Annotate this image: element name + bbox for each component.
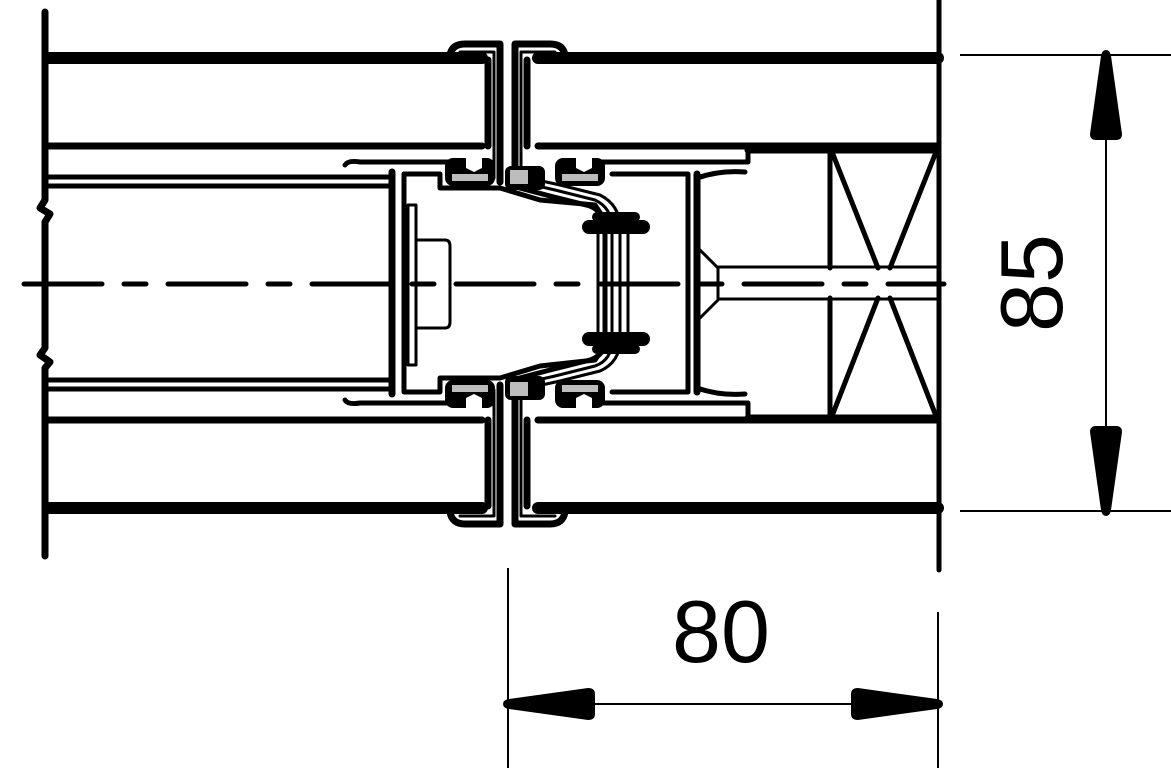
dimension-label-height: 85: [982, 234, 1081, 332]
gasket-bottom-center: [505, 376, 545, 400]
bottom-center-profile: [446, 381, 569, 528]
right-frame-profile: [557, 147, 751, 418]
gasket-side-lower: [582, 332, 650, 354]
arrow-right-icon: [851, 688, 943, 720]
arrow-up-icon: [1090, 50, 1122, 140]
arrow-down-icon: [1090, 426, 1122, 516]
dimension-width: [503, 568, 943, 768]
insulation-section: [716, 146, 942, 422]
dimension-label-width: 80: [672, 582, 770, 681]
gasket-top-right: [555, 158, 605, 186]
dimension-height: [960, 50, 1171, 516]
arrow-left-icon: [503, 688, 595, 720]
bottom-glazing-panel: [42, 377, 944, 514]
gasket-top-left: [445, 158, 495, 186]
top-glazing-panel: [42, 52, 944, 189]
gasket-bottom-right: [555, 380, 605, 408]
gasket-top-center: [505, 166, 545, 190]
gasket-bottom-left: [445, 380, 495, 408]
gaskets: [445, 158, 650, 408]
top-center-profile: [446, 40, 569, 186]
gasket-side-upper: [582, 212, 650, 234]
